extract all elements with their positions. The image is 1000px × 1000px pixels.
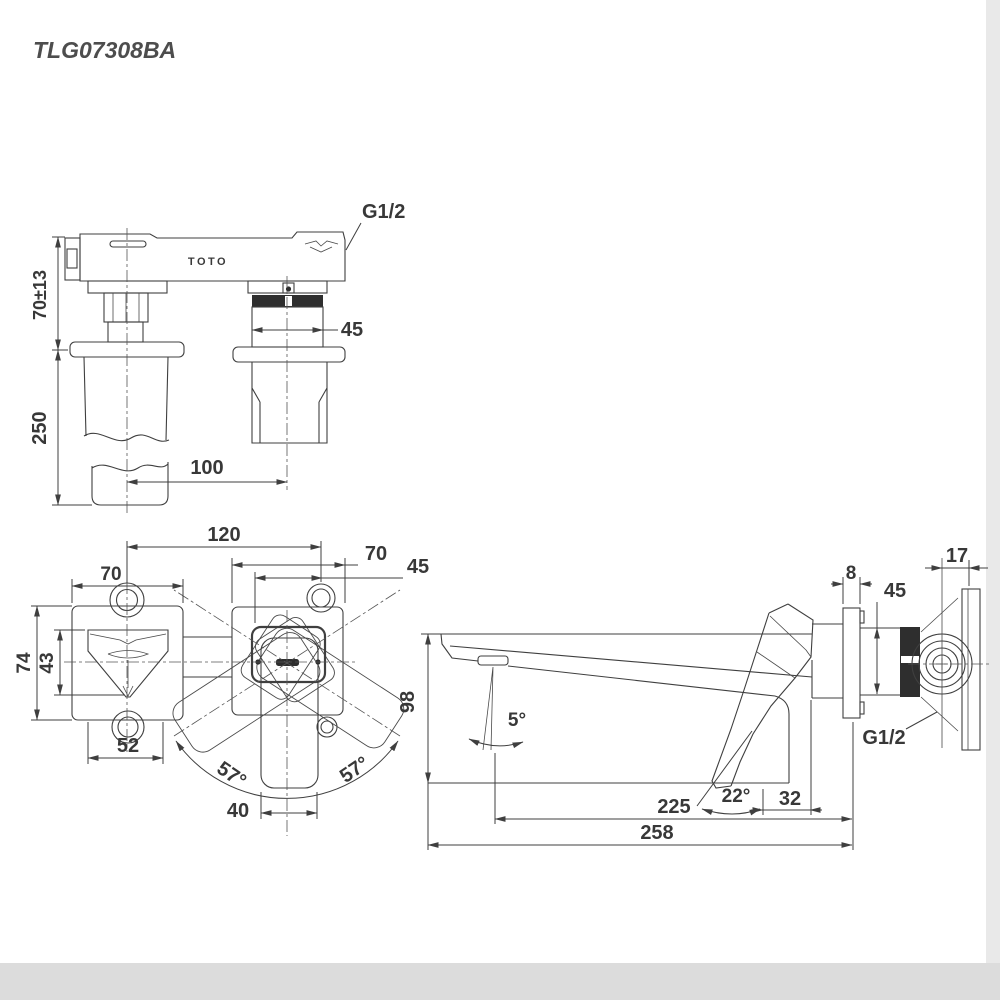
spout-front (87, 629, 169, 698)
dim-plate-height: 74 (14, 652, 35, 674)
body-underside (774, 695, 790, 783)
dim-wall-depth: 70±13 (30, 270, 50, 320)
mounting-screw (306, 583, 336, 613)
side-view: 5° 98 8 45 17 G1/2 22° 32 22 (397, 545, 990, 850)
angle-swing-left: 57° (213, 757, 250, 792)
thread-callout: G1/2 (362, 201, 405, 223)
front-view: 57° 57° 120 70 70 45 74 43 52 40 (14, 524, 429, 836)
model-number: TLG07308BA (33, 37, 176, 63)
dim-wall-fitting: 17 (946, 545, 968, 567)
angle-swing-right: 57° (336, 752, 373, 787)
aerator (477, 655, 509, 666)
thread-callout-side: G1/2 (862, 727, 905, 749)
right-margin (986, 0, 1000, 1000)
dim-spout-reach: 225 (657, 796, 690, 818)
brand-logo-text: TOTO (188, 256, 228, 268)
dim-spout-height-side: 98 (397, 691, 419, 713)
swing-axis-lines (173, 589, 401, 737)
wall-flange (842, 607, 861, 719)
dim-trim-height: 45 (884, 580, 906, 602)
installation-view: TOTO G1/2 70±13 250 (29, 201, 405, 516)
dim-valve-width: 45 (341, 319, 363, 341)
valve-body (183, 636, 232, 678)
dim-center-spacing: 100 (190, 457, 223, 479)
angle-water-stream: 5° (508, 710, 526, 731)
lever-handle (260, 637, 319, 789)
lever-side-front (711, 612, 770, 789)
recess-detail (109, 240, 147, 248)
dim-centers: 120 (207, 524, 240, 546)
dim-pipe-length: 250 (29, 411, 51, 444)
break-line (83, 432, 170, 442)
dim-handle-width: 45 (407, 556, 429, 578)
dim-handle-plate-width: 70 (365, 543, 387, 565)
handle-ghost-right (162, 613, 339, 764)
lever-side-rear (730, 603, 814, 787)
water-stream (482, 666, 494, 751)
dim-total-length: 258 (640, 822, 673, 844)
angle-lever-travel: 22° (722, 786, 751, 807)
dim-lever-offset: 32 (779, 788, 801, 810)
dim-lever-width: 40 (227, 800, 249, 822)
dim-flange-thickness: 8 (846, 563, 857, 584)
dim-spout-width: 52 (117, 735, 139, 757)
break-line (91, 463, 169, 472)
dim-spout-height: 43 (37, 652, 58, 673)
handle-base (250, 625, 327, 684)
dim-spout-plate-width: 70 (100, 564, 121, 585)
swing-arc (175, 740, 399, 799)
mounting-screw (111, 710, 145, 744)
bottom-margin (0, 963, 1000, 1000)
wing-emblem (304, 240, 339, 253)
wall-plate (961, 588, 981, 751)
